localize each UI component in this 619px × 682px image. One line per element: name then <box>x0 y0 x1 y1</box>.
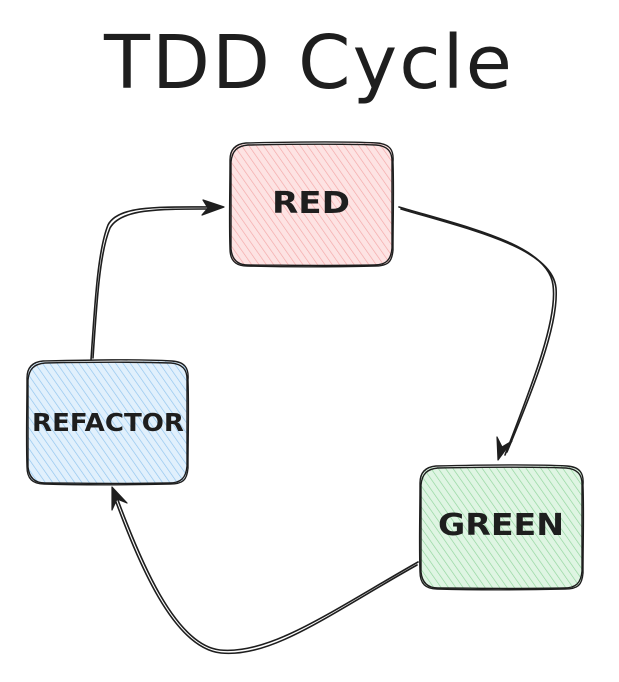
edge-red-to-green-line-sketch <box>400 208 557 453</box>
edge-red-to-green-arrowhead <box>496 436 513 461</box>
edge-green-to-refactor-line-sketch <box>112 493 418 655</box>
edge-refactor-to-red-arrowhead <box>201 199 225 216</box>
node-red-fill <box>230 143 393 266</box>
node-green-fill <box>420 466 583 589</box>
edge-green-to-refactor[interactable] <box>111 486 419 655</box>
edge-green-to-refactor-arrowhead <box>111 486 128 511</box>
node-green-border-sketch <box>420 466 583 590</box>
node-red-border-sketch <box>230 143 393 267</box>
node-green[interactable]: GREEN <box>418 464 585 591</box>
node-red[interactable]: RED <box>228 141 395 268</box>
edge-red-to-green[interactable] <box>398 206 557 461</box>
node-refactor-border <box>25 359 190 486</box>
node-green-border <box>418 464 585 591</box>
node-green-label: GREEN <box>438 508 564 543</box>
node-refactor-label: REFACTOR <box>32 408 184 437</box>
edge-refactor-to-red-line <box>90 206 216 361</box>
node-red-border <box>228 141 395 268</box>
node-refactor-fill <box>27 361 188 484</box>
edge-red-to-green-line <box>398 206 555 456</box>
node-refactor-border-sketch <box>27 361 188 485</box>
edge-refactor-to-red[interactable] <box>90 199 225 361</box>
diagram-title: TDD Cycle <box>103 20 514 106</box>
edge-green-to-refactor-line <box>114 491 419 652</box>
node-refactor[interactable]: REFACTOR <box>25 359 190 486</box>
node-red-label: RED <box>272 186 350 221</box>
edge-refactor-to-red-line-sketch <box>92 208 215 359</box>
